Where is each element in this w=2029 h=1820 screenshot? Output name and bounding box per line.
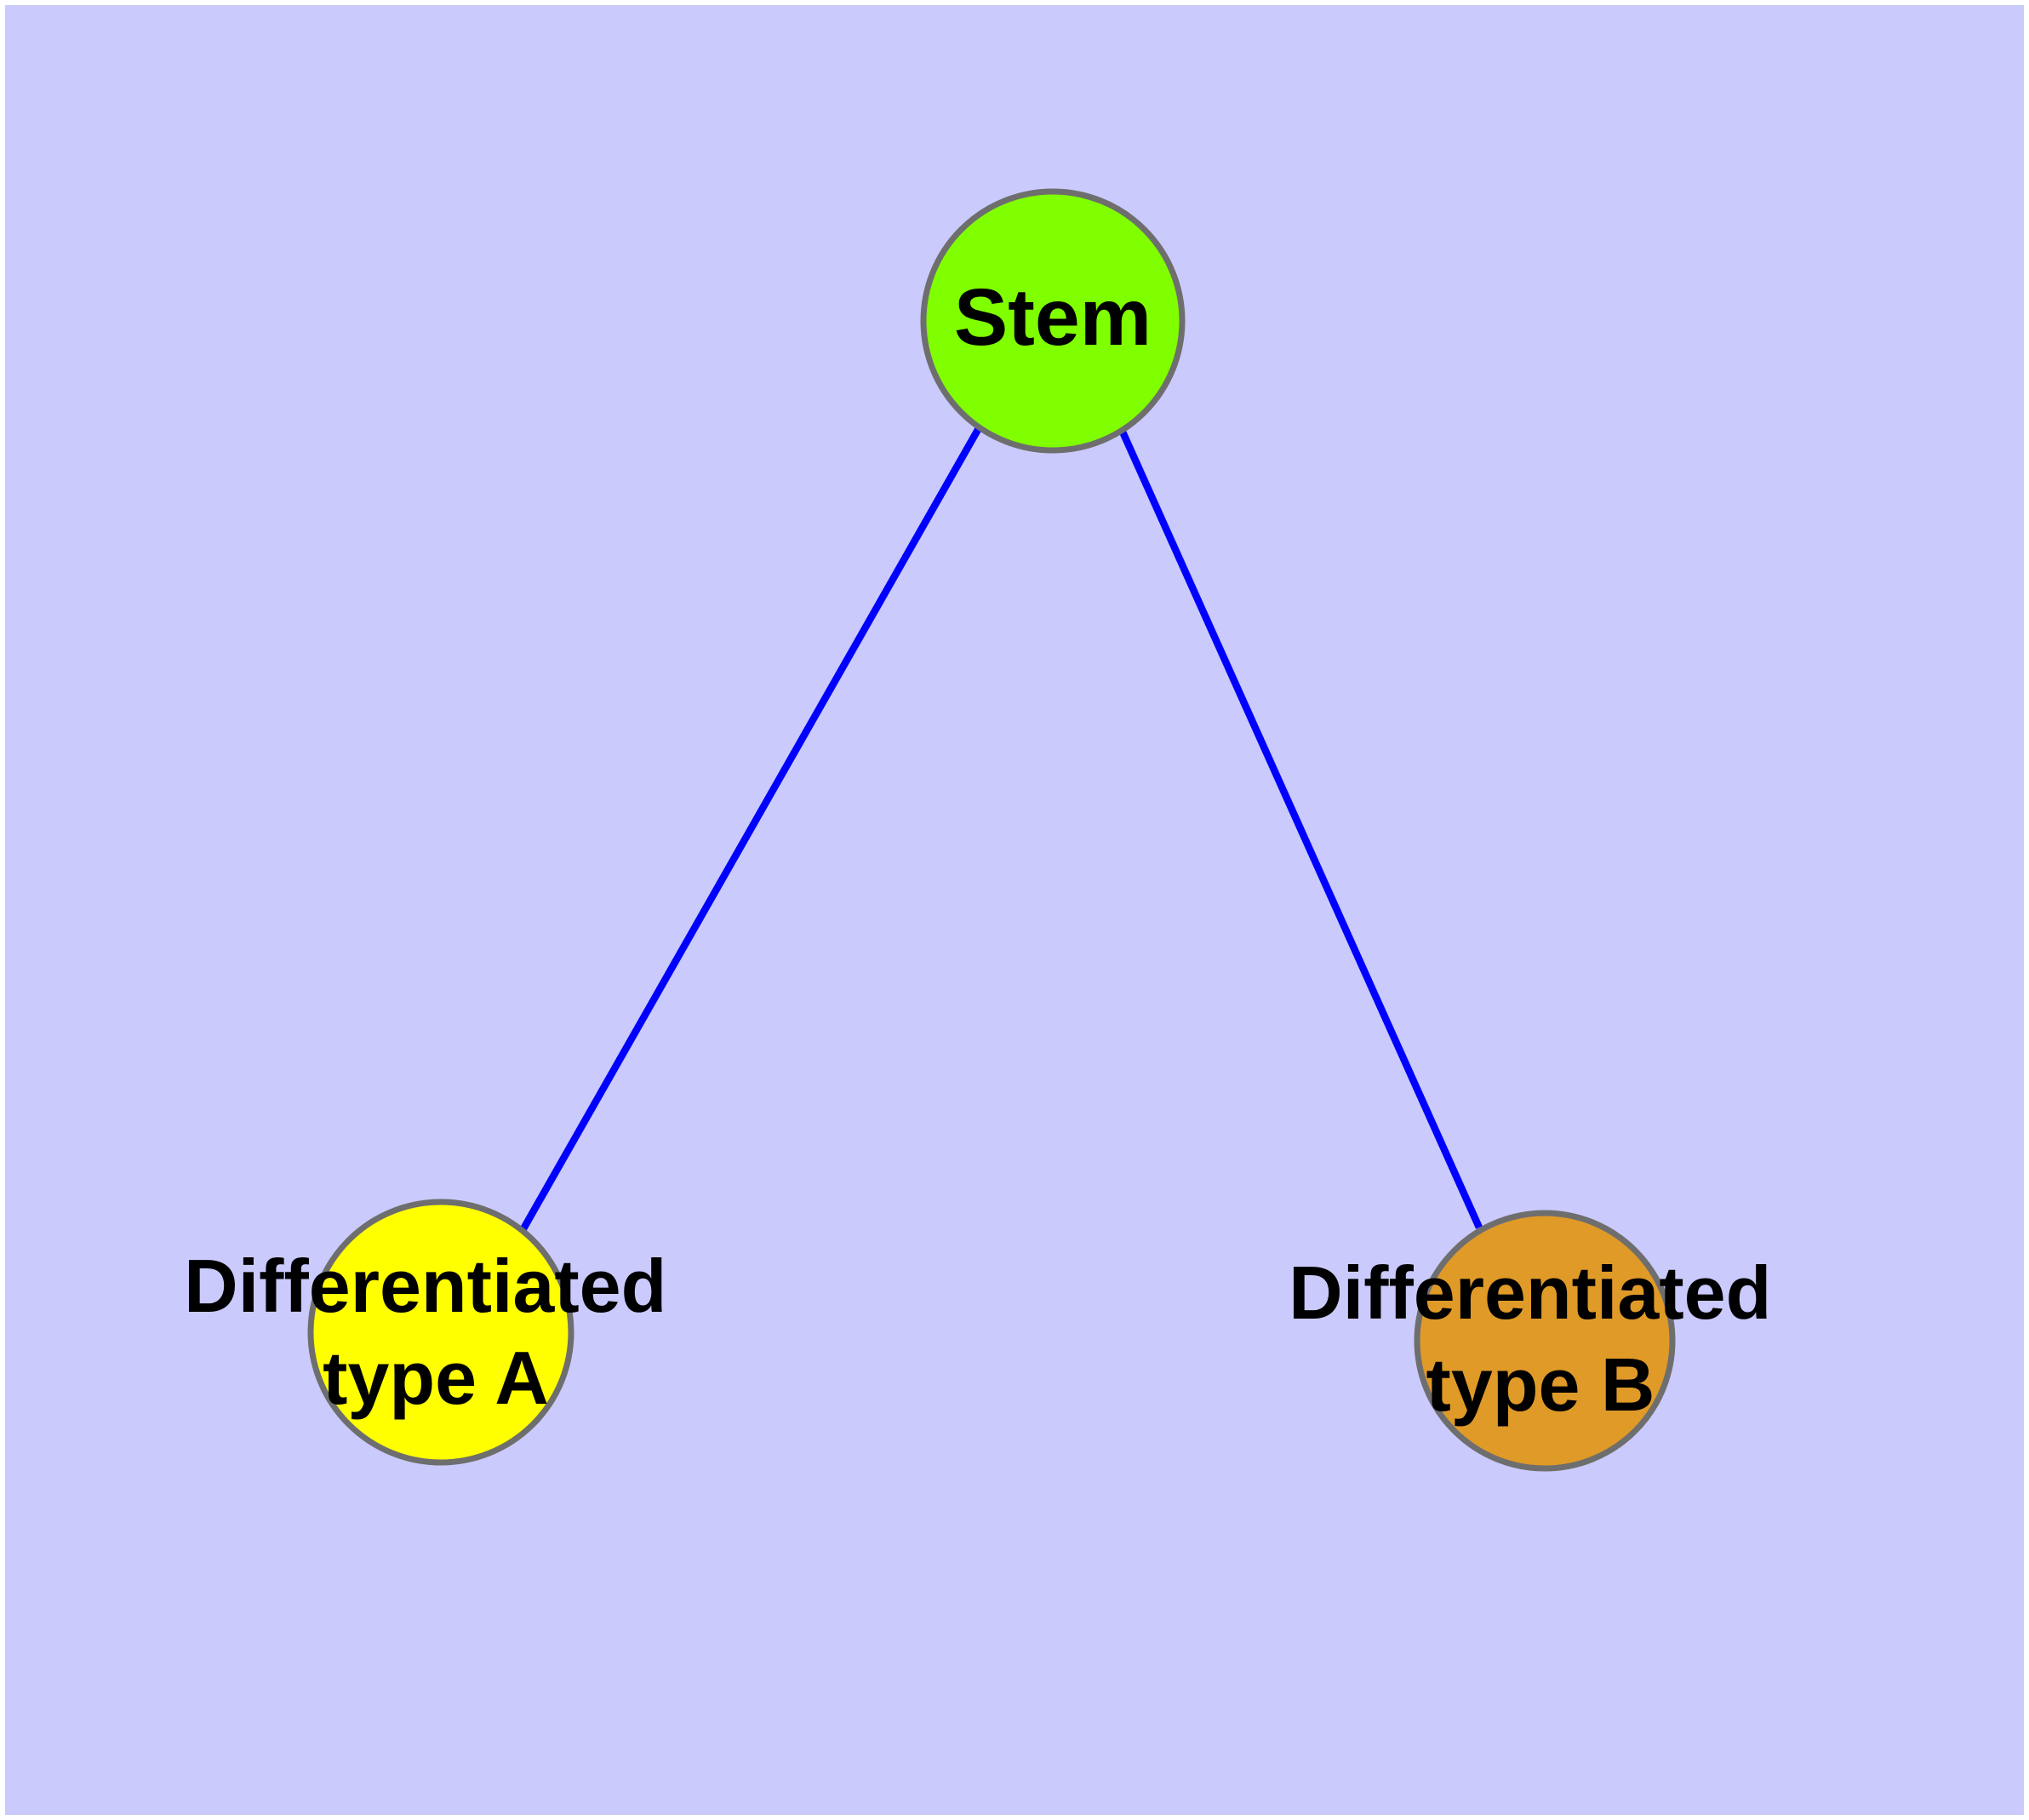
edge-stem-to-differentiated-type-b[interactable] [1118, 428, 1483, 1229]
node-group [307, 188, 1676, 1472]
node-differentiated-type-a[interactable] [307, 1199, 574, 1466]
node-label-differentiated-type-b-line-2: type B [1426, 1342, 1655, 1427]
node-label-differentiated-type-b: Differentiated type B [1289, 1251, 1792, 1427]
edge-stem-to-differentiated-type-a[interactable] [518, 426, 982, 1234]
node-label-group: Stem Differentiated type A Differentiate… [184, 272, 1792, 1427]
edge-group [518, 426, 1483, 1234]
node-differentiated-type-b[interactable] [1414, 1210, 1676, 1472]
node-label-differentiated-type-a: Differentiated type A [184, 1244, 688, 1420]
node-label-differentiated-type-a-line-1: Differentiated [184, 1244, 666, 1328]
node-label-differentiated-type-a-line-2: type A [323, 1336, 549, 1420]
node-label-stem-line-1: Stem [954, 272, 1152, 363]
node-stem[interactable] [920, 188, 1186, 454]
node-label-stem: Stem [954, 272, 1152, 363]
node-label-differentiated-type-b-line-1: Differentiated [1289, 1251, 1771, 1335]
